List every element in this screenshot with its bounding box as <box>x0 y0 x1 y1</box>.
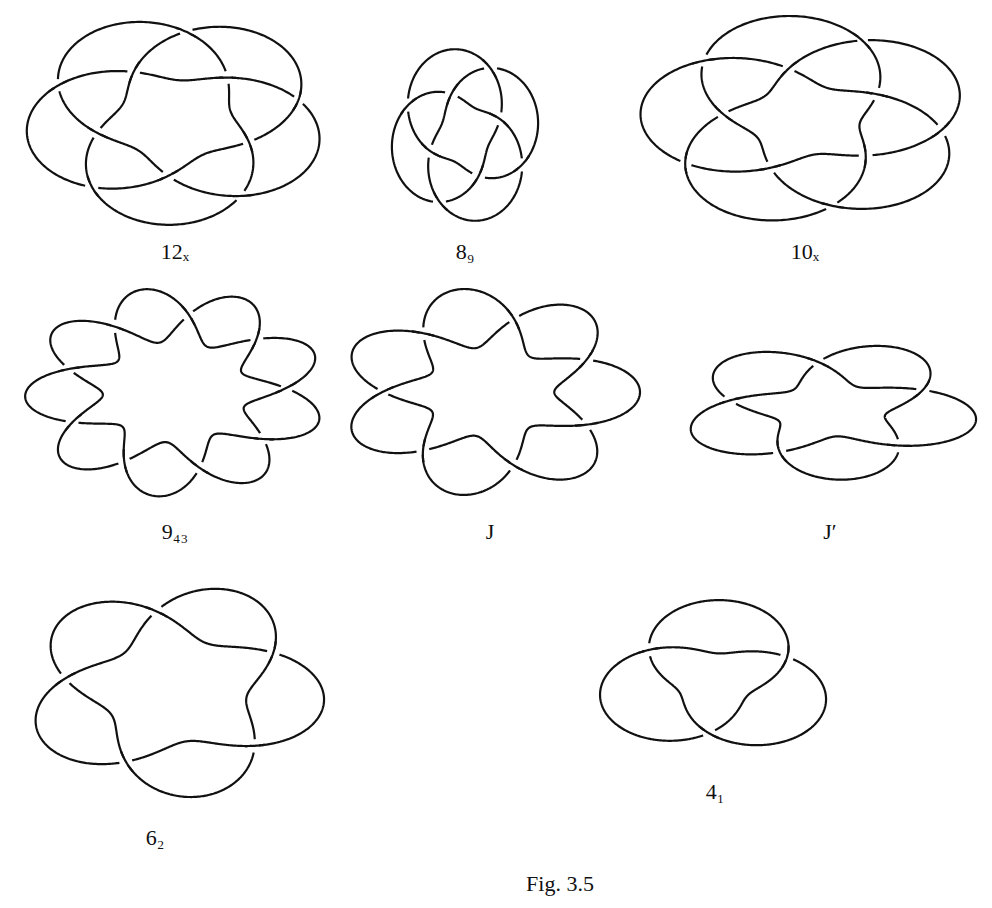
figure-caption-label: Fig. 3.5 <box>526 871 594 897</box>
over-strand <box>447 84 458 105</box>
over-strand <box>216 76 238 79</box>
knot-name: 12ₓ <box>161 239 189 265</box>
over-strand <box>692 59 714 64</box>
over-strand <box>293 90 301 111</box>
over-strand <box>423 439 425 462</box>
over-strand <box>121 751 133 771</box>
over-strand <box>412 331 434 335</box>
over-strand <box>575 423 598 426</box>
over-strand <box>158 170 179 180</box>
over-strand <box>638 648 661 653</box>
knot-diagram <box>641 16 960 220</box>
over-strand <box>230 194 251 197</box>
knot-diagram <box>27 22 320 225</box>
knot-strand <box>36 589 324 797</box>
over-strand <box>720 398 741 404</box>
knot-diagram <box>691 346 976 480</box>
knot-strand <box>25 289 319 496</box>
knot-strand <box>691 346 976 480</box>
knot-name: J′ <box>823 519 836 545</box>
over-strand <box>252 328 260 349</box>
over-strand <box>434 192 448 211</box>
over-strand <box>49 81 68 92</box>
knot-name: 8₉ <box>456 239 475 265</box>
over-strand <box>401 98 417 114</box>
knot-name: J <box>486 519 495 545</box>
over-strand <box>822 203 844 208</box>
over-strand <box>252 438 274 439</box>
over-strand <box>269 641 276 663</box>
over-strand <box>191 461 209 474</box>
over-strand <box>933 122 949 136</box>
over-strand <box>489 113 508 126</box>
knot-strand <box>641 16 960 220</box>
over-strand <box>504 459 522 470</box>
over-strand <box>88 127 108 138</box>
over-strand <box>866 93 888 97</box>
over-strand <box>699 726 719 738</box>
knot-name: 6₂ <box>146 825 165 851</box>
over-strand <box>145 607 166 616</box>
over-strand <box>66 414 82 430</box>
over-strand <box>372 387 393 398</box>
over-strand <box>777 440 786 461</box>
knot-name: 10ₓ <box>791 239 819 265</box>
knot-name: 4₁ <box>706 779 725 805</box>
over-strand <box>507 310 519 330</box>
over-strand <box>88 176 99 196</box>
knot-strand <box>27 22 320 225</box>
over-strand <box>887 445 910 446</box>
knot-diagram <box>392 49 538 221</box>
over-strand <box>58 367 79 371</box>
over-strand <box>124 449 127 472</box>
over-strand <box>243 745 265 746</box>
knot-strand <box>600 600 826 745</box>
knot-diagram <box>36 589 324 797</box>
over-strand <box>129 62 139 83</box>
knot-diagram <box>600 600 826 745</box>
over-strand <box>176 28 195 37</box>
knot-name: 9₄₃ <box>162 519 188 545</box>
over-strand <box>472 165 483 186</box>
over-strand <box>715 106 732 121</box>
knot-diagram <box>25 289 319 496</box>
over-strand <box>422 143 441 156</box>
over-strand <box>807 358 828 367</box>
over-strand <box>514 155 530 171</box>
over-strand <box>782 646 789 668</box>
over-strand <box>482 60 496 79</box>
over-strand <box>759 165 781 170</box>
over-strand <box>182 306 195 325</box>
over-strand <box>781 62 797 77</box>
over-strand <box>864 144 866 167</box>
knot-strand <box>351 289 640 495</box>
over-strand <box>914 380 929 397</box>
over-strand <box>105 324 125 330</box>
over-strand <box>685 152 687 174</box>
over-strand <box>579 350 593 368</box>
over-strand <box>853 33 870 48</box>
over-strand <box>55 673 75 685</box>
knot-strand <box>392 49 538 221</box>
over-strand <box>275 382 296 393</box>
knot-diagram <box>351 289 640 495</box>
over-strand <box>243 132 252 152</box>
